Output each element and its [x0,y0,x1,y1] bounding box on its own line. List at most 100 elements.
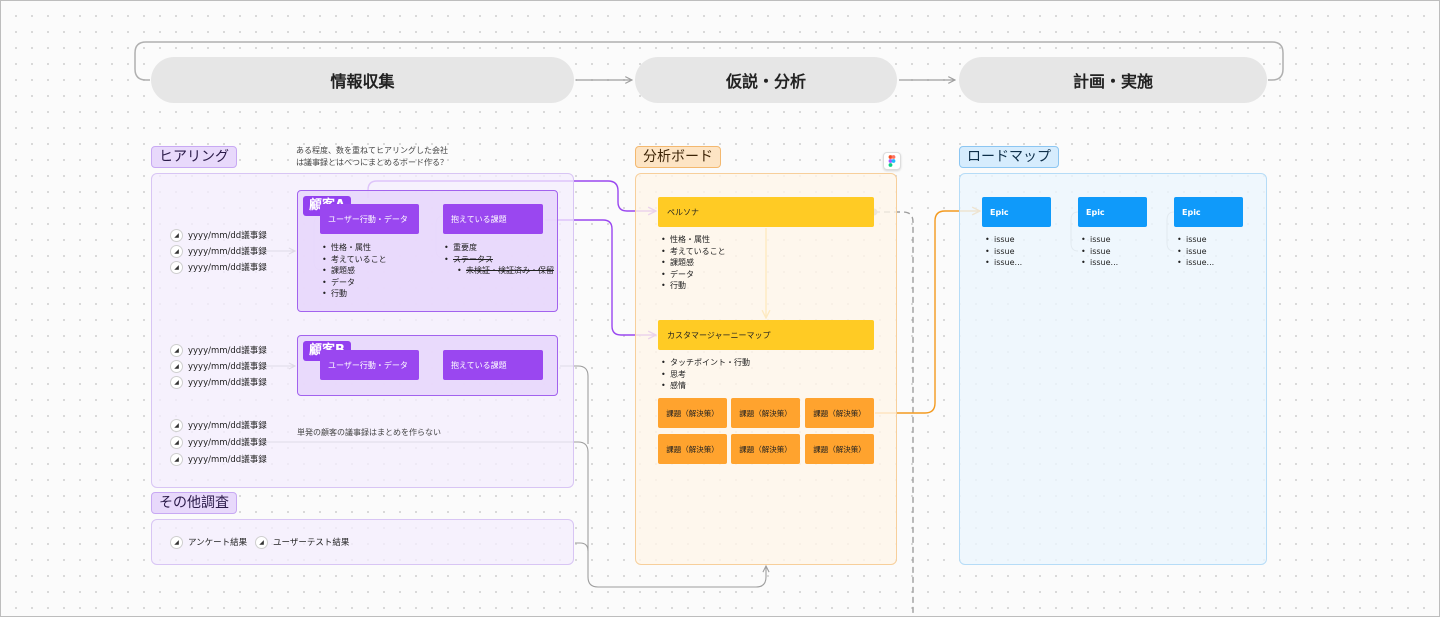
phase-collect-label: 情報収集 [330,72,395,91]
roadmap-panel [959,173,1267,565]
list-item: issue [985,234,1022,246]
customer-b-user-card[interactable]: ユーザー行動・データ [320,350,419,380]
list-item: 重要度 [444,242,554,254]
document-icon: ◢ [170,260,183,274]
hearing-note-line2: は議事録とはべつにまとめるボード作る？ [296,158,448,167]
list-item: 考えていること [661,246,726,258]
survey-link[interactable]: ◢ アンケート結果 [170,535,247,549]
minutes-label: yyyy/mm/dd議事録 [188,231,267,241]
minutes-link[interactable]: ◢yyyy/mm/dd議事録 [170,244,267,258]
minutes-label: yyyy/mm/dd議事録 [188,362,267,372]
issue-solution-card[interactable]: 課題（解決策） [731,434,800,464]
document-icon: ◢ [170,343,183,357]
list-item: 性格・属性 [322,242,387,254]
customer-a-issue-card[interactable]: 抱えている課題 [443,204,543,234]
figma-icon[interactable] [883,152,901,170]
minutes-label: yyyy/mm/dd議事録 [188,421,267,431]
phase-hypothesis-label: 仮説・分析 [725,72,806,91]
document-icon: ◢ [170,418,183,432]
customer-a-user-list: 性格・属性 考えていること 課題感 データ 行動 [322,242,387,300]
customer-a-issue-list: 重要度 ステータス 未検証・検証済み・保留 [444,242,554,277]
phase-plan: 計画・実施 [959,57,1267,103]
journey-map-card[interactable]: カスタマージャーニーマップ [658,320,874,350]
epic-card[interactable]: Epic [1078,197,1147,227]
list-item: 行動 [322,288,387,300]
list-item: issue [1177,234,1214,246]
epic-issue-list: issue issue issue... [1177,234,1214,269]
phase-collect: 情報収集 [151,57,574,103]
minutes-label: yyyy/mm/dd議事録 [188,438,267,448]
customer-a-user-card[interactable]: ユーザー行動・データ [320,204,419,234]
hearing-label: ヒアリング [151,146,237,168]
minutes-link[interactable]: ◢ yyyy/mm/dd議事録 [170,435,267,449]
list-item: issue [1081,246,1118,258]
document-icon: ◢ [170,228,183,242]
arrow-to-epic [875,211,980,414]
list-item: issue... [1081,257,1118,269]
survey-label: アンケート結果 [188,538,248,548]
list-item: issue... [1177,257,1214,269]
arrow-to-journey [545,219,656,335]
minutes-link[interactable]: ◢ yyyy/mm/dd議事録 [170,418,267,432]
list-item: データ [322,277,387,289]
document-icon: ◢ [170,375,183,389]
usertest-link[interactable]: ◢ ユーザーテスト結果 [255,535,349,549]
list-item: 課題感 [322,265,387,277]
minutes-label: yyyy/mm/dd議事録 [188,247,267,257]
dashed-connector [874,211,914,617]
epic-card[interactable]: Epic [982,197,1051,227]
analysis-label: 分析ボード [635,146,721,168]
issue-solution-card[interactable]: 課題（解決策） [805,398,874,428]
minutes-link[interactable]: ◢ yyyy/mm/dd議事録 [170,452,267,466]
list-item: 感情 [661,380,750,392]
persona-list: 性格・属性 考えていること 課題感 データ 行動 [661,234,726,292]
document-icon: ◢ [170,435,183,449]
minutes-label: yyyy/mm/dd議事録 [188,455,267,465]
list-item: 考えていること [322,254,387,266]
hearing-note-line1: ある程度、数を重ねてヒアリングした会社 [296,146,448,155]
list-item: 性格・属性 [661,234,726,246]
document-icon: ◢ [170,535,183,549]
list-item: 思考 [661,369,750,381]
document-icon: ◢ [255,535,268,549]
epic-card[interactable]: Epic [1174,197,1243,227]
list-item: issue [985,246,1022,258]
roadmap-label: ロードマップ [959,146,1059,168]
list-item: issue... [985,257,1022,269]
list-item: タッチポイント・行動 [661,357,750,369]
document-icon: ◢ [170,452,183,466]
minutes-link[interactable]: ◢ yyyy/mm/dd議事録 [170,228,267,242]
minutes-label: yyyy/mm/dd議事録 [188,346,267,356]
list-item: issue [1081,234,1118,246]
persona-card[interactable]: ペルソナ [658,197,874,227]
epic-issue-list: issue issue issue... [985,234,1022,269]
issue-solution-card[interactable]: 課題（解決策） [805,434,874,464]
minutes-label: yyyy/mm/dd議事録 [188,263,267,273]
usertest-label: ユーザーテスト結果 [273,538,350,548]
list-item: 行動 [661,280,726,292]
minutes-label: yyyy/mm/dd議事録 [188,378,267,388]
list-item: 課題感 [661,257,726,269]
minutes-link[interactable]: ◢ yyyy/mm/dd議事録 [170,260,267,274]
loop-connector [134,41,1284,81]
journey-list: タッチポイント・行動 思考 感情 [661,357,750,392]
phase-plan-label: 計画・実施 [1072,72,1153,91]
other-research-panel [151,519,574,565]
document-icon: ◢ [170,359,183,373]
minutes-link[interactable]: ◢ yyyy/mm/dd議事録 [170,343,267,357]
issue-solution-card[interactable]: 課題（解決策） [658,434,727,464]
customer-b-issue-card[interactable]: 抱えている課題 [443,350,543,380]
customer-b-line [560,365,589,444]
list-item: ステータス [444,254,554,266]
single-minutes-line [258,441,766,588]
issue-solution-card[interactable]: 課題（解決策） [658,398,727,428]
single-minutes-note: 単発の顧客の議事録はまとめを作らない [297,428,441,437]
epic-issue-list: issue issue issue... [1081,234,1118,269]
minutes-link[interactable]: ◢ yyyy/mm/dd議事録 [170,375,267,389]
issue-solution-card[interactable]: 課題（解決策） [731,398,800,428]
other-research-label: その他調査 [151,492,237,514]
other-line [575,542,589,552]
list-item: データ [661,269,726,281]
list-item: issue [1177,246,1214,258]
minutes-link[interactable]: ◢ yyyy/mm/dd議事録 [170,359,267,373]
